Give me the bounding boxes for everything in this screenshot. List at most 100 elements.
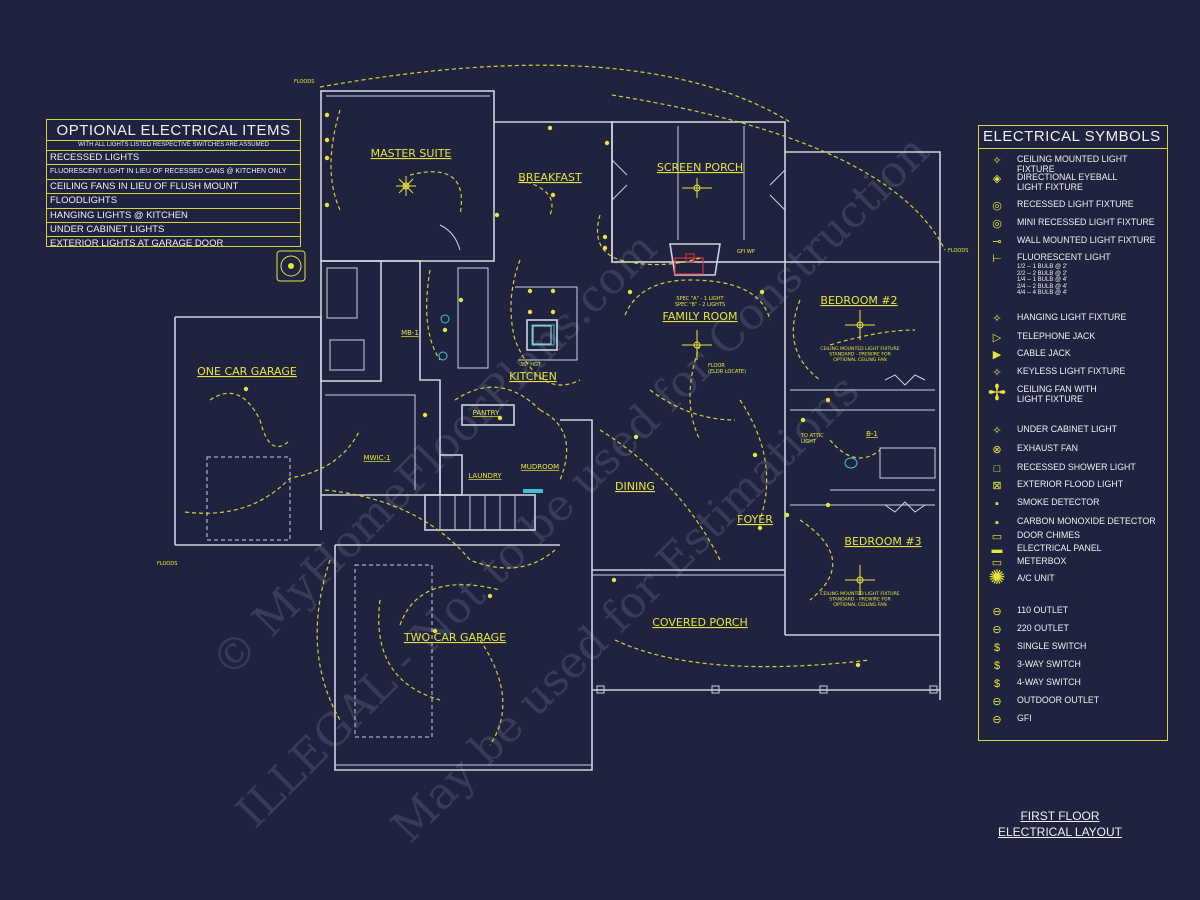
symbol-label: RECESSED LIGHT FIXTURE <box>1017 199 1134 209</box>
note-line: OPTIONAL CEILING FAN <box>833 602 886 608</box>
optional-item: CEILING FANS IN LIEU OF FLUSH MOUNT <box>47 180 300 195</box>
symbol-label: 3-WAY SWITCH <box>1017 659 1081 669</box>
note-floor-outlet: FLOOR(ELDR LOCATE) <box>708 363 746 375</box>
ac-unit-icon <box>276 250 306 282</box>
telephone-jack-icon: ▷ <box>992 332 1002 344</box>
room-mwic1: MWIC-1 <box>364 454 391 462</box>
symbol-label: KEYLESS LIGHT FIXTURE <box>1017 366 1126 376</box>
note-line: TO ATTIC <box>800 433 824 439</box>
recessed-light-icon: ◎ <box>992 200 1002 212</box>
fixtures <box>243 112 875 668</box>
symbol-label: 220 OUTLET <box>1017 623 1069 633</box>
note-line: (ELDR LOCATE) <box>708 369 746 375</box>
room-master-suite: MASTER SUITE <box>371 147 452 160</box>
gfi-icon: ⊖ <box>992 714 1002 726</box>
outlet-220-icon: ⊖ <box>992 624 1002 636</box>
symbol-label: CABLE JACK <box>1017 348 1071 358</box>
light-fixtures <box>243 112 861 668</box>
symbol-label: WALL MOUNTED LIGHT FIXTURE <box>1017 235 1156 245</box>
room-mudroom: MUDROOM <box>521 463 559 471</box>
symbol-label: MINI RECESSED LIGHT FIXTURE <box>1017 217 1155 227</box>
optional-item: RECESSED LIGHTS <box>47 151 300 166</box>
ceiling-light-icon: ✧ <box>992 155 1002 167</box>
room-covered-porch: COVERED PORCH <box>652 616 748 629</box>
symbol-label: CEILING MOUNTED LIGHT FIXTURE <box>1017 154 1128 174</box>
watermark-illegal: ILLEGAL - Not to be used for Constructio… <box>227 126 939 838</box>
symbol-label: SINGLE SWITCH <box>1017 641 1087 651</box>
fluorescent-light-icon: ⊢ <box>992 253 1002 265</box>
sheet-title-line1: FIRST FLOOR <box>1020 809 1100 823</box>
note-line: STANDARD - PREWIRE FOR <box>829 597 891 603</box>
wall-light-icon: ⊸ <box>992 236 1002 248</box>
symbol-label: EXTERIOR FLOOD LIGHT <box>1017 479 1124 489</box>
symbol-label: GFI <box>1017 713 1032 723</box>
note-line: FLOOR <box>708 363 725 369</box>
symbol-label: RECESSED SHOWER LIGHT <box>1017 462 1136 472</box>
symbol-label: DIRECTIONAL EYEBALL LIGHT FIXTURE <box>1017 172 1118 192</box>
optional-item: HANGING LIGHTS @ KITCHEN <box>47 209 300 223</box>
walls <box>174 90 941 771</box>
outlet-110-icon: ⊖ <box>992 606 1002 618</box>
room-bedroom-2: BEDROOM #2 <box>820 294 897 307</box>
note-line: STANDARD - PREWIRE FOR <box>829 352 891 358</box>
note-floods-ne: FLOODS <box>948 248 968 254</box>
room-breakfast: BREAKFAST <box>518 171 582 184</box>
optional-items-table: OPTIONAL ELECTRICAL ITEMS WITH ALL LIGHT… <box>46 119 301 250</box>
outdoor-outlet-icon: ⊖ <box>992 696 1002 708</box>
symbol-label: CEILING FAN WITH LIGHT FIXTURE <box>1017 384 1097 404</box>
three-way-switch-icon: $ <box>993 660 1001 672</box>
room-b1: B-1 <box>866 430 878 438</box>
optional-item: UNDER CABINET LIGHTS <box>47 223 300 238</box>
meterbox-icon: ▭ <box>991 557 1003 569</box>
smoke-detector-icon: ▪ <box>995 498 999 510</box>
room-one-car-garage: ONE CAR GARAGE <box>197 365 297 378</box>
symbol-label: DOOR CHIMES <box>1017 530 1081 540</box>
room-bedroom-3: BEDROOM #3 <box>844 535 921 548</box>
symbol-notes: 1/2 -- 1 BULB @ 2' 2/2 -- 2 BULB @ 2' 1/… <box>1017 264 1068 297</box>
note-line: OPTIONAL CEILING FAN <box>833 357 886 363</box>
bath-fixtures <box>438 314 858 493</box>
exhaust-fan-icon: ⊗ <box>992 444 1002 456</box>
room-mb1: MB-1 <box>401 329 419 337</box>
note-line: CEILING MOUNTED LIGHT FIXTURE <box>820 346 900 352</box>
mini-recessed-light-icon: ◎ <box>992 218 1002 230</box>
ceiling-fan-icon: ✢ <box>987 380 1007 405</box>
electrical-symbols-legend: ELECTRICAL SYMBOLS ✧CEILING MOUNTED LIGH… <box>978 125 1168 741</box>
optional-item: EXTERIOR LIGHTS AT GARAGE DOOR <box>50 238 224 250</box>
hanging-light-icon: ✧ <box>992 313 1002 325</box>
ceiling-fan-screen-porch-icon <box>682 178 712 198</box>
symbol-label: A/C UNIT <box>1017 573 1055 583</box>
ceiling-fan-bedroom3-icon <box>845 565 875 595</box>
exterior-flood-light-icon: ⊠ <box>992 480 1002 492</box>
four-way-switch-icon: $ <box>993 678 1001 690</box>
keyless-light-icon: ✧ <box>992 367 1002 379</box>
room-pantry: PANTRY <box>473 409 500 417</box>
ac-unit-icon: ✺ <box>988 567 1006 589</box>
note-floods-sw: FLOODS <box>157 561 177 567</box>
meterbox-icon <box>685 253 695 263</box>
room-screen-porch: SCREEN PORCH <box>657 161 743 174</box>
symbol-label: 110 OUTLET <box>1017 605 1069 615</box>
sheet-title-line2: ELECTRICAL LAYOUT <box>997 825 1123 839</box>
co-detector-icon: ▪ <box>995 517 999 529</box>
door-chimes-icon: ▭ <box>991 531 1003 543</box>
symbol-label: EXHAUST FAN <box>1017 443 1078 453</box>
optional-items-subtitle: WITH ALL LIGHTS LISTED RESPECTIVE SWITCH… <box>47 141 300 151</box>
symbol-label: TELEPHONE JACK <box>1017 331 1096 341</box>
electrical-panel-icon: ▬ <box>991 544 1003 556</box>
room-kitchen: KITCHEN <box>509 370 557 383</box>
optional-item: FLOODLIGHTS <box>47 194 300 209</box>
ceiling-fan-master-icon <box>396 176 416 196</box>
symbol-label: ELECTRICAL PANEL <box>1017 543 1102 553</box>
optional-items-title: OPTIONAL ELECTRICAL ITEMS <box>47 120 300 141</box>
plan-notes: FLOODS FLOODS FLOODS 36" HGT GFI WP SPEC… <box>157 79 968 608</box>
single-switch-icon: $ <box>993 642 1001 654</box>
cable-jack-icon: ▶ <box>992 349 1002 361</box>
optional-item: FLUORESCENT LIGHT IN LIEU OF RECESSED CA… <box>47 165 300 180</box>
room-family-room: FAMILY ROOM <box>663 310 738 323</box>
